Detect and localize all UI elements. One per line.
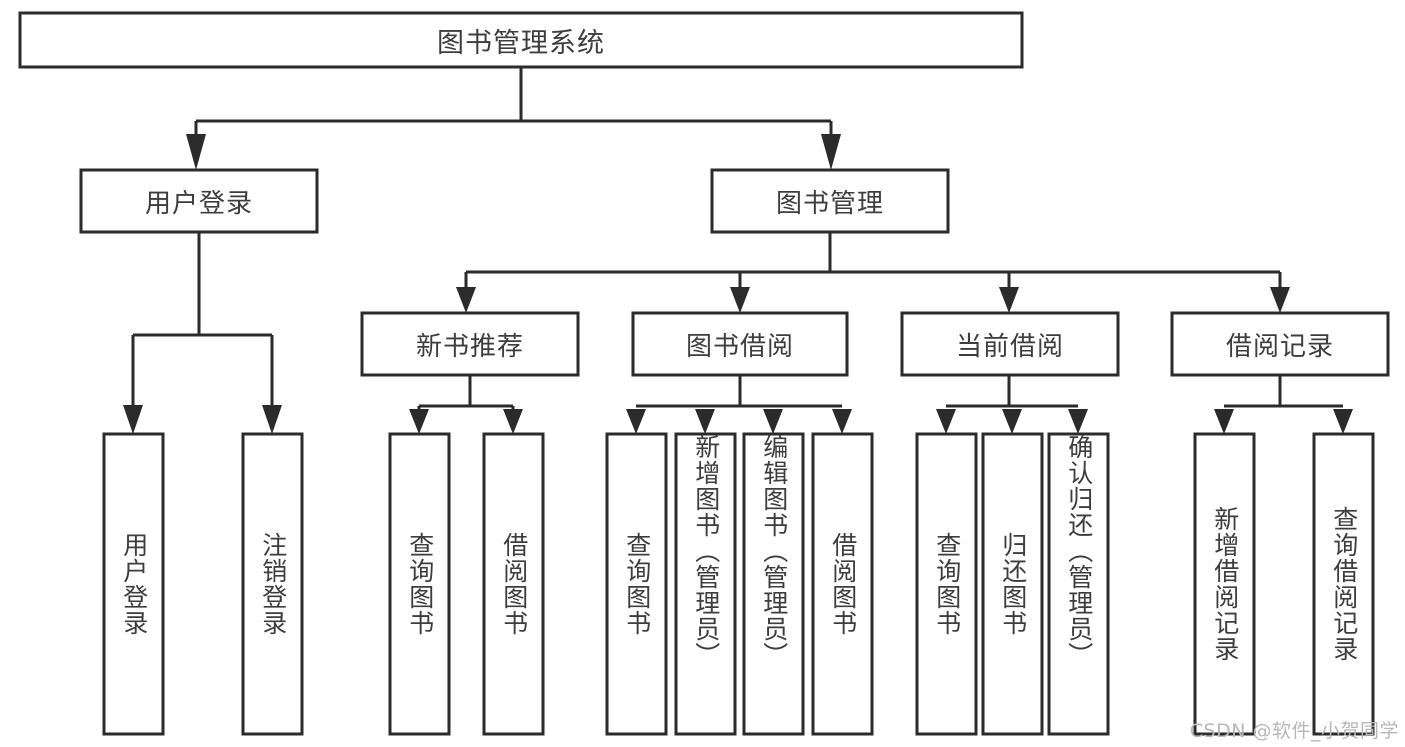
arrow-head-icon-login-leaf-1 [123, 405, 143, 434]
arrow-head-icon-level3-2 [730, 287, 750, 313]
node-box-leaf-current-0[interactable] [915, 432, 978, 736]
arrow-head-icon-login-leaf-2 [262, 405, 282, 434]
node-box-leaf-borrow-2[interactable] [742, 432, 805, 736]
arrow-head-icon-level3-1 [456, 287, 476, 313]
arrow-head-icon-level3-4 [1270, 287, 1290, 313]
node-box-leaf-record-1[interactable] [1312, 432, 1375, 736]
arrow-head-icon-record-leaf-2 [1333, 409, 1353, 434]
arrow-head-icon-level3-3 [999, 287, 1019, 313]
arrow-head-icon-borrow-leaf-1 [626, 409, 646, 434]
arrow-head-icon-current-leaf-3 [1068, 409, 1088, 434]
node-box-leaf-user-login-0[interactable] [102, 432, 165, 736]
arrow-head-icon-current-leaf-2 [1002, 409, 1022, 434]
arrow-head-icon-borrow-leaf-2 [695, 409, 715, 434]
node-box-leaf-current-1[interactable] [981, 432, 1044, 736]
node-box-leaf-user-login-1[interactable] [241, 432, 304, 736]
node-box-book-borrow[interactable] [631, 311, 849, 377]
node-box-root[interactable] [18, 11, 1024, 69]
node-box-leaf-recommend-1[interactable] [482, 432, 545, 736]
arrow-head-icon-borrow-leaf-3 [763, 409, 783, 434]
arrow-head-icon-current-leaf-1 [936, 409, 956, 434]
arrow-head-icon-record-leaf-1 [1214, 409, 1234, 434]
arrow-head-icon-login [186, 134, 206, 170]
node-box-leaf-current-2[interactable] [1047, 432, 1110, 736]
node-box-leaf-borrow-1[interactable] [674, 432, 737, 736]
node-box-leaf-borrow-0[interactable] [605, 432, 668, 736]
arrow-head-icon-recommend-leaf-2 [503, 409, 523, 434]
node-box-user-login[interactable] [79, 168, 319, 234]
node-box-new-book-recommend[interactable] [360, 311, 580, 377]
node-box-borrow-record[interactable] [1170, 311, 1390, 377]
arrow-head-icon-borrow-leaf-4 [832, 409, 852, 434]
node-box-leaf-record-0[interactable] [1193, 432, 1256, 736]
arrow-head-icon-recommend-leaf-1 [409, 409, 429, 434]
arrow-head-icon-bookmgmt [821, 134, 841, 170]
node-box-book-management[interactable] [710, 168, 950, 234]
node-box-current-borrow[interactable] [900, 311, 1120, 377]
node-box-leaf-recommend-0[interactable] [388, 432, 451, 736]
node-box-leaf-borrow-3[interactable] [811, 432, 874, 736]
